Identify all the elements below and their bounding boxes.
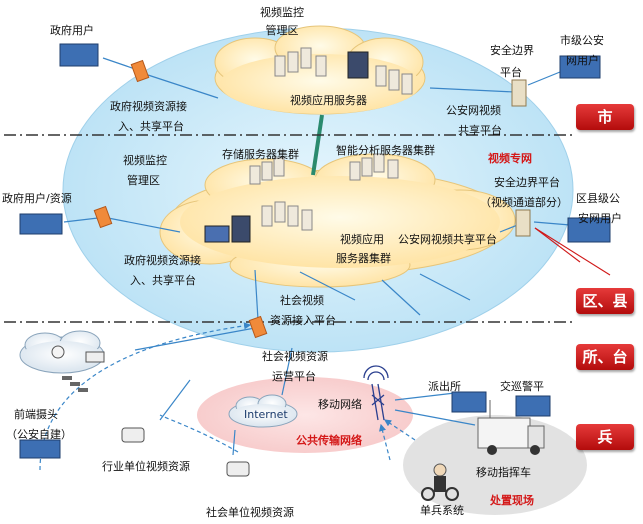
label-gov-user-resource: 政府用户/资源 <box>2 192 72 205</box>
label-front-camera-2: （公安自建） <box>6 428 72 441</box>
label-police-share-top-2: 共享平台 <box>458 124 502 137</box>
backbone-link <box>311 114 324 176</box>
label-gov-access-mid-2: 入、共享平台 <box>130 274 196 287</box>
label-gov-access-top-1: 政府视频资源接 <box>110 100 187 113</box>
label-security-platform-top-2: 平台 <box>500 66 522 79</box>
red-lines <box>534 227 611 276</box>
label-security-platform-top-1: 安全边界 <box>490 44 534 57</box>
monitor-wall-icons <box>19 43 611 459</box>
label-district-police-1: 区县级公 <box>576 192 620 205</box>
label-video-private-network: 视频专网 <box>488 152 532 165</box>
radio-tower-icon <box>363 365 389 421</box>
label-scene: 处置现场 <box>490 494 534 507</box>
label-district-police-2: 安网用户 <box>578 212 622 225</box>
label-video-mgmt-mid-1: 视频监控 <box>123 154 167 167</box>
label-front-camera-1: 前端摄头 <box>14 408 58 421</box>
label-gov-access-mid-1: 政府视频资源接 <box>124 254 201 267</box>
label-gov-user-top: 政府用户 <box>50 24 94 37</box>
label-video-mgmt-top-1: 视频监控 <box>260 6 304 19</box>
label-traffic-police: 交巡警平 <box>500 380 544 393</box>
label-command-vehicle: 移动指挥车 <box>476 466 531 479</box>
label-city-police-2: 网用户 <box>566 54 599 67</box>
label-industry-video: 行业单位视频资源 <box>102 460 190 473</box>
label-police-share-top-1: 公安网视频 <box>446 104 501 117</box>
label-police-station: 派出所 <box>428 380 461 393</box>
label-social-access-1: 社会视频 <box>280 294 324 307</box>
label-video-mgmt-top-2: 管理区 <box>265 24 299 37</box>
label-storage-cluster: 存储服务器集群 <box>222 148 299 161</box>
camera-icons <box>51 345 250 477</box>
label-video-app-server: 视频应用服务器 <box>290 94 367 107</box>
label-analysis-cluster: 智能分析服务器集群 <box>336 144 435 157</box>
label-mobile-network: 移动网络 <box>318 398 362 411</box>
label-city-police-1: 市级公安 <box>560 34 604 47</box>
dashed-arrows <box>39 322 416 471</box>
command-vehicle-icon <box>477 400 545 455</box>
label-soldier-system: 单兵系统 <box>420 504 464 517</box>
label-security-platform-mid-2: （视频通道部分） <box>480 196 568 209</box>
label-social-ops-1: 社会视频资源 <box>262 350 328 363</box>
tier-tag-city: 市 <box>576 104 634 130</box>
label-social-access-2: 资源接入平台 <box>270 314 336 327</box>
internet-cloud <box>228 394 298 428</box>
public-network-ellipse <box>197 377 413 453</box>
label-public-network: 公共传输网络 <box>296 434 362 447</box>
tier-tag-district: 区、县 <box>576 288 634 314</box>
server-rack-icons <box>204 47 413 243</box>
label-police-share-mid: 公安网视频共享平台 <box>398 233 497 246</box>
firewall-icons <box>93 59 268 339</box>
label-internet: Internet <box>244 408 288 421</box>
label-video-app-cluster-2: 服务器集群 <box>336 252 391 265</box>
label-security-platform-mid-1: 安全边界平台 <box>494 176 560 189</box>
label-video-mgmt-mid-2: 管理区 <box>127 174 160 187</box>
label-social-unit-video: 社会单位视频资源 <box>206 506 294 519</box>
tier-tag-soldier: 兵 <box>576 424 634 450</box>
label-social-ops-2: 运营平台 <box>272 370 316 383</box>
tier-tag-station: 所、台 <box>576 344 634 370</box>
label-gov-access-top-2: 入、共享平台 <box>118 120 184 133</box>
soldier-icon <box>421 463 459 501</box>
label-video-app-cluster-1: 视频应用 <box>340 233 384 246</box>
security-tower-icons <box>511 79 531 237</box>
